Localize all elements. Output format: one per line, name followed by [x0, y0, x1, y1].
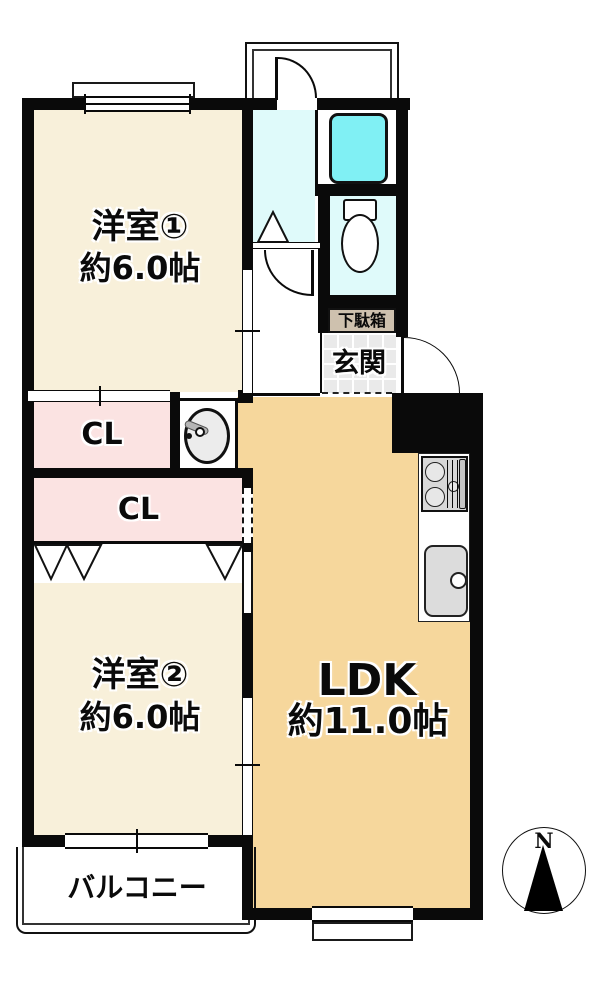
stove-burner-1	[425, 462, 445, 482]
thin-partition-line	[242, 552, 253, 613]
room-western1-floor	[34, 110, 242, 392]
bathtub-icon	[329, 113, 388, 184]
room-western1-name: 洋室①	[91, 207, 189, 247]
wall-genkan-left-line	[320, 333, 322, 393]
wall-ldk-west-d	[242, 835, 253, 915]
wall-ldk-west-b	[242, 543, 253, 552]
front-door-swing-arc	[404, 337, 460, 393]
front-door-leaf	[401, 337, 404, 393]
service-opening-dashed	[242, 488, 253, 543]
hall-door-leaf	[311, 250, 314, 296]
wall-washbasin-top	[180, 398, 238, 401]
porch-box	[245, 42, 399, 100]
shoe-cabinet-label: 下駄箱	[337, 311, 386, 330]
accordion-door-icon	[34, 544, 243, 582]
closet1-label: CL	[81, 417, 123, 452]
sliding-door-western2	[242, 698, 253, 835]
shoe-cabinet	[328, 308, 396, 333]
window-ldk-bottom	[312, 906, 413, 922]
room-ldk-area: 約11.0帖	[287, 701, 449, 742]
wall-hall-west-corner	[238, 390, 253, 403]
window-tick	[136, 829, 138, 853]
compass-north-label: N	[534, 827, 554, 853]
wall-bath-divider	[315, 108, 318, 186]
porch-door-leaf	[275, 57, 278, 100]
balcony-label: バルコニー	[67, 871, 207, 904]
wall-top-2	[190, 98, 277, 110]
wall-mid-horizontal	[22, 468, 253, 478]
closet2-label: CL	[117, 491, 160, 527]
washbasin-faucet-knob	[195, 427, 205, 437]
wall-hall-west-upper	[242, 108, 253, 270]
room-western1-area: 約6.0帖	[79, 249, 201, 287]
wall-right-upper	[396, 98, 408, 337]
compass-needle-icon	[524, 845, 563, 911]
room-western2-name: 洋室②	[91, 655, 189, 695]
closet1-floor	[34, 402, 170, 468]
toilet-bowl-icon	[341, 214, 379, 273]
window-tick	[189, 94, 191, 114]
wall-top-1	[22, 98, 85, 110]
entrance-label: 玄関	[332, 347, 386, 379]
sliding-door-tick	[235, 330, 260, 332]
wall-closet1-right	[170, 392, 180, 478]
porch-door-gap	[277, 98, 317, 110]
wall-block-kitchen-corner	[392, 393, 483, 453]
sliding-door-tick	[99, 386, 101, 406]
wall-washbasin-right	[235, 401, 238, 468]
closet2-floor	[34, 478, 243, 541]
wall-ldk-west-a	[242, 468, 253, 488]
room-western2-area: 約6.0帖	[79, 698, 201, 736]
stove-burner-2	[425, 487, 445, 507]
window-mid-line	[85, 103, 190, 105]
washroom-floor	[253, 108, 315, 242]
entrance-boundary-dashed	[322, 392, 392, 394]
wall-top-3	[317, 98, 410, 110]
balcony-outer-rail	[16, 847, 256, 934]
entrance-tiles	[322, 333, 396, 393]
wall-hall-ldk-threshold	[253, 393, 320, 396]
wall-bath-bottom	[315, 184, 408, 196]
washroom-door-triangle-icon	[256, 210, 290, 243]
kitchen-faucet	[450, 572, 467, 589]
stove-knob	[448, 481, 459, 492]
washbasin-dot	[186, 433, 192, 439]
stove-grill-line	[452, 460, 453, 508]
wall-right-lower	[470, 453, 483, 920]
wall-closet2-bottom-line	[34, 541, 243, 544]
wall-toilet-bottom	[318, 295, 396, 308]
balcony-floor	[22, 847, 250, 925]
room-ldk-name: LDK	[317, 655, 417, 706]
stove-grill-bar	[459, 459, 466, 509]
sliding-door-tick	[235, 764, 260, 766]
porch-inner-line	[252, 49, 392, 100]
window-sill-ldk	[312, 922, 413, 941]
stove-grill-line	[447, 460, 448, 508]
wall-ldk-west-c	[242, 613, 253, 698]
stove-grill-line	[457, 460, 458, 508]
room-western2-floor	[34, 583, 242, 835]
